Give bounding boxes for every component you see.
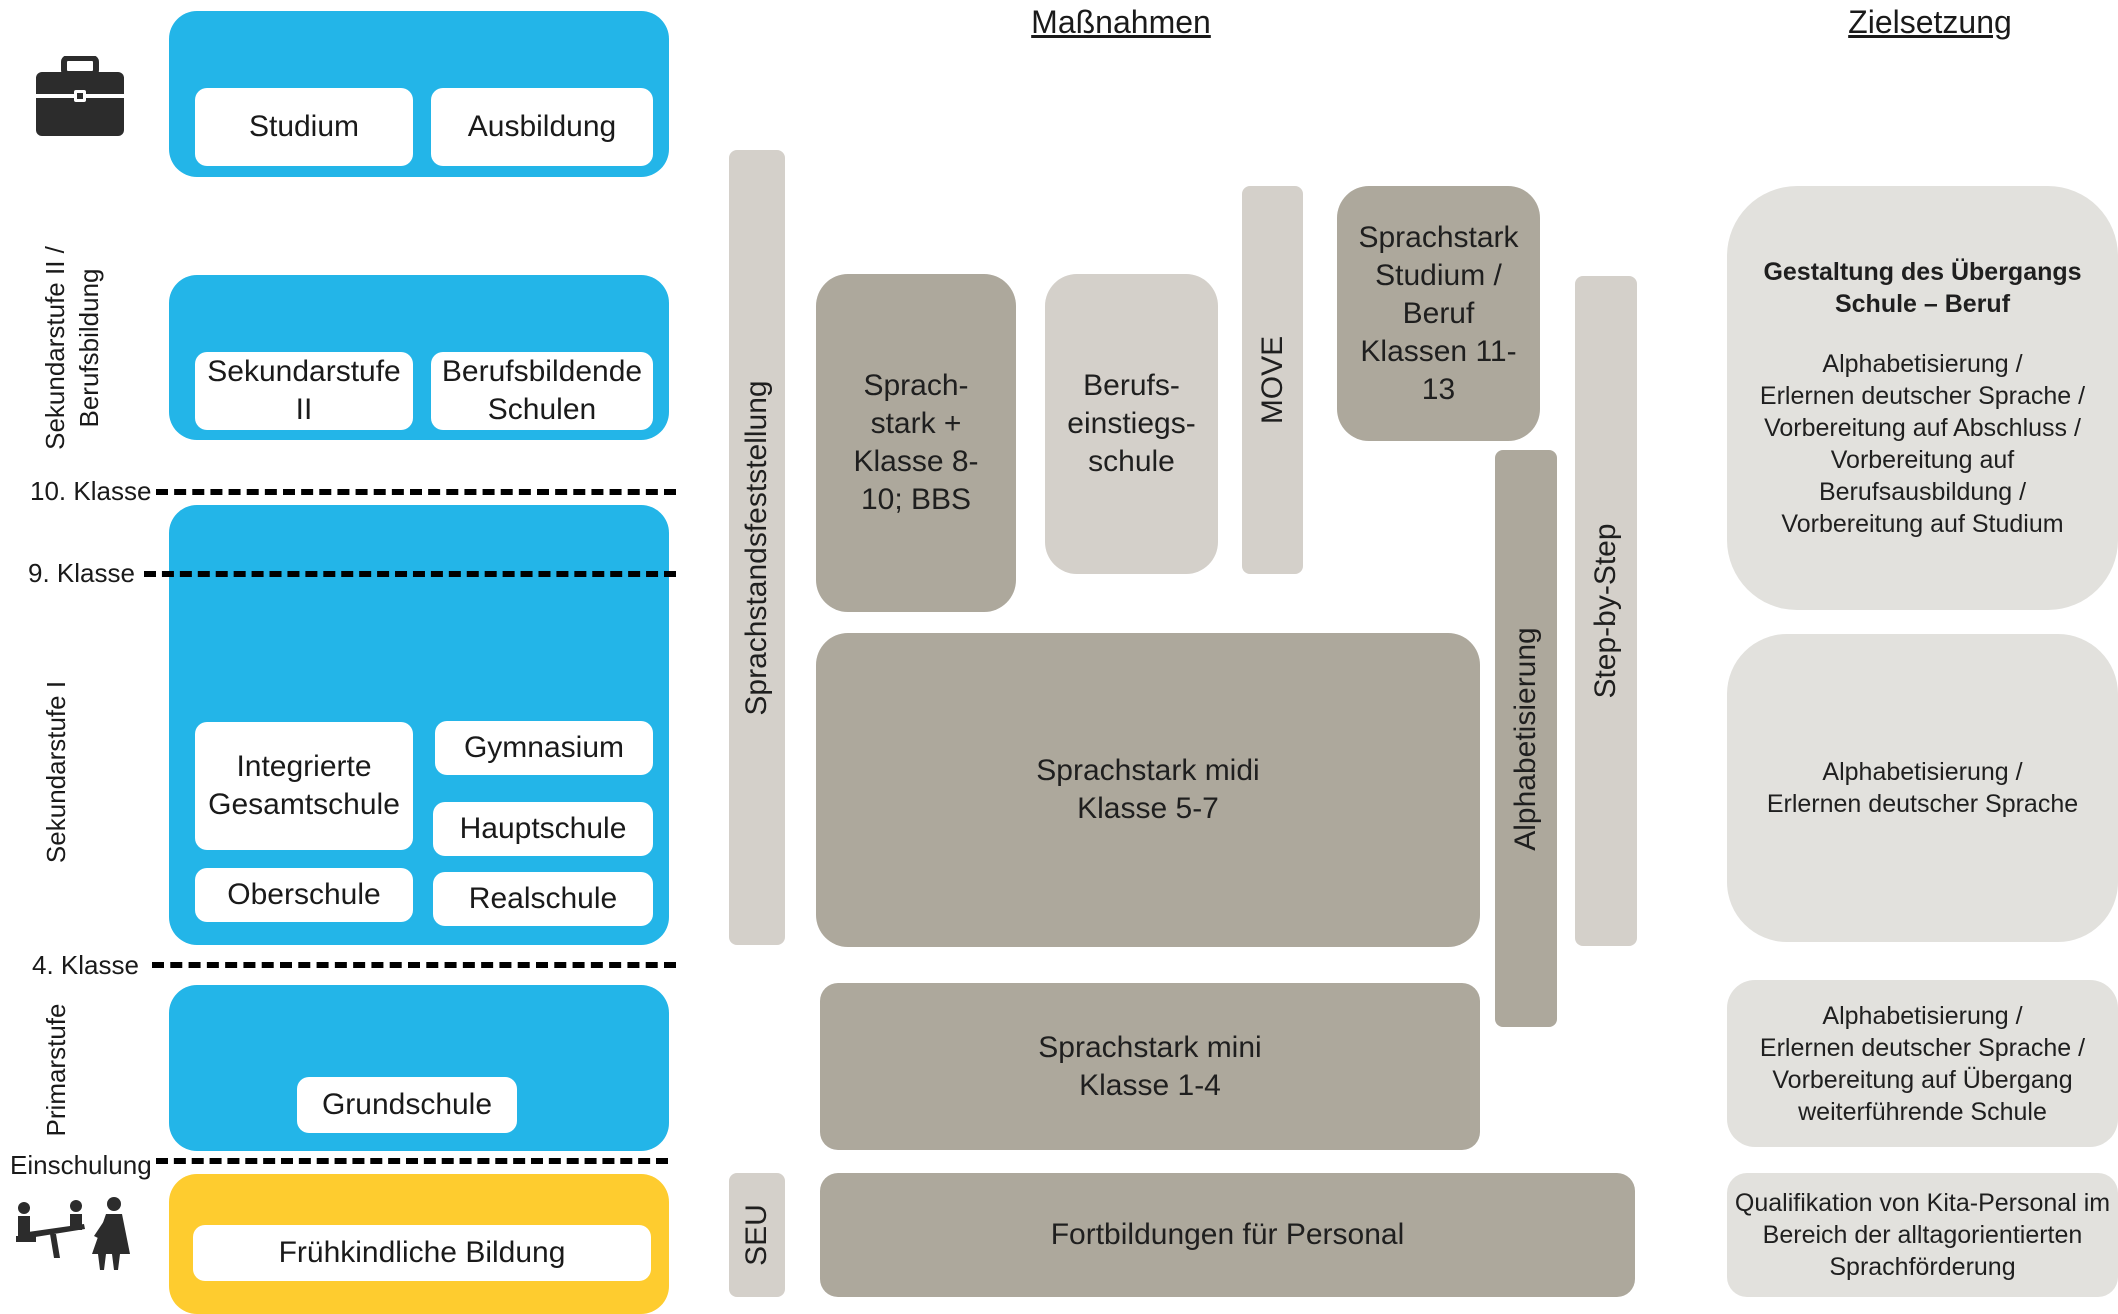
- box-oberschule: Oberschule: [195, 868, 413, 922]
- goal-1-title: Gestaltung des Übergangs Schule – Beruf: [1763, 258, 2082, 318]
- measure-sprachstark-mini: Sprachstark mini Klasse 1-4: [820, 983, 1480, 1150]
- box-berufsbildende-schulen: Berufsbildende Schulen: [431, 352, 653, 430]
- side-label-sek2: Sekundarstufe II / Berufsbildung: [40, 246, 104, 450]
- divider-10: [156, 489, 676, 495]
- box-fruehkindliche-bildung: Frühkindliche Bildung: [193, 1225, 651, 1281]
- bar-step-by-step: Step-by-Step: [1575, 276, 1637, 946]
- measure-sprachstark-studium-beruf: Sprachstark Studium / Beruf Klassen 11- …: [1337, 186, 1540, 441]
- goals-header: Zielsetzung: [1848, 4, 2012, 40]
- box-gymnasium: Gymnasium: [435, 721, 653, 775]
- measure-berufseinstiegsschule: Berufs- einstiegs- schule: [1045, 274, 1218, 574]
- measure-sprachstark-midi: Sprachstark midi Klasse 5-7: [816, 633, 1480, 947]
- divider-4: [152, 962, 676, 968]
- label-seu: SEU: [740, 1204, 773, 1266]
- goal-2-text: Alphabetisierung / Erlernen deutscher Sp…: [1766, 758, 2079, 818]
- box-grundschule: Grundschule: [297, 1077, 517, 1133]
- goal-sek1: Alphabetisierung / Erlernen deutscher Sp…: [1727, 634, 2118, 942]
- briefcase-icon: [36, 56, 124, 136]
- label-sprachstandsfeststellung: Sprachstandsfeststellung: [740, 379, 773, 716]
- divider-9: [144, 571, 676, 577]
- goal-4-text: Qualifikation von Kita-Personal im Berei…: [1734, 1189, 2111, 1281]
- box-integrierte-gesamtschule: Integrierte Gesamtschule: [195, 722, 413, 850]
- label-move: MOVE: [1255, 335, 1289, 425]
- measure-sprachstark-plus: Sprach- stark + Klasse 8- 10; BBS: [816, 274, 1016, 612]
- measure-fortbildungen-personal: Fortbildungen für Personal: [820, 1173, 1635, 1297]
- goal-3-text: Alphabetisierung / Erlernen deutscher Sp…: [1759, 1001, 2086, 1126]
- level-label-4: 4. Klasse: [32, 950, 139, 980]
- goal-primar: Alphabetisierung / Erlernen deutscher Sp…: [1727, 980, 2118, 1147]
- bar-alphabetisierung: Alphabetisierung: [1495, 450, 1557, 1027]
- label-alphabetisierung: Alphabetisierung: [1509, 626, 1542, 851]
- children-playing-icon: [16, 1197, 130, 1270]
- goal-uebergang-schule-beruf: Gestaltung des Übergangs Schule – Beruf …: [1727, 186, 2118, 610]
- level-label-9: 9. Klasse: [28, 558, 135, 588]
- box-realschule: Realschule: [433, 872, 653, 926]
- box-ausbildung: Ausbildung: [431, 88, 653, 166]
- level-label-einschulung: Einschulung: [10, 1150, 152, 1180]
- box-studium: Studium: [195, 88, 413, 166]
- box-hauptschule: Hauptschule: [433, 802, 653, 856]
- level-label-10: 10. Klasse: [30, 476, 152, 506]
- bar-sprachstandsfeststellung: Sprachstandsfeststellung: [729, 150, 785, 945]
- divider-einschulung: [156, 1158, 668, 1164]
- label-step-by-step: Step-by-Step: [1589, 523, 1622, 699]
- bar-move: MOVE: [1242, 186, 1303, 574]
- goal-1-text: Alphabetisierung / Erlernen deutscher Sp…: [1759, 350, 2086, 538]
- side-label-primar: Primarstufe: [41, 1003, 71, 1137]
- measures-header: Maßnahmen: [1031, 4, 1211, 40]
- bar-seu: SEU: [729, 1173, 785, 1297]
- box-sekundarstufe-2: Sekundarstufe II: [195, 352, 413, 430]
- goal-kita: Qualifikation von Kita-Personal im Berei…: [1727, 1173, 2118, 1297]
- side-label-sek1: Sekundarstufe I: [41, 680, 71, 864]
